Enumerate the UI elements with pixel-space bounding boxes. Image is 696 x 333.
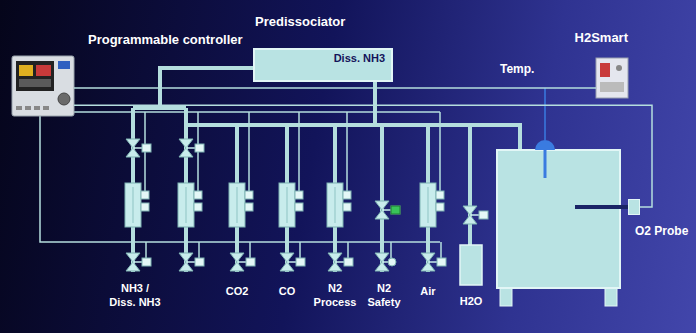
- controller-button: [25, 106, 31, 110]
- predissociator-box: PredissociatorDiss. NH3: [253, 48, 393, 82]
- controller-knob: [58, 93, 70, 105]
- sensor-housing: [596, 58, 628, 98]
- water-tank: [460, 245, 482, 285]
- signal-label: Temp.: [500, 62, 534, 76]
- controller-button: [43, 106, 49, 110]
- pipe: [380, 125, 384, 272]
- controller-button: [16, 106, 22, 110]
- flowmeter-symbol: [327, 183, 351, 227]
- unit-heading: Programmable controller: [88, 32, 243, 47]
- thermocouple-head: [535, 140, 555, 150]
- outlet-label: Diss. NH3: [334, 52, 385, 65]
- valve-stem: [382, 261, 388, 263]
- sensor-lamp: [616, 65, 622, 71]
- probe-rod: [575, 205, 628, 209]
- flowmeter-symbol: [420, 183, 444, 227]
- gas-train: N2 Process: [314, 281, 357, 309]
- unit-heading: Predissociator: [255, 14, 345, 29]
- screen-graphic: [19, 79, 51, 87]
- controller-button: [34, 106, 40, 110]
- gas-label: N2 Process: [314, 281, 357, 309]
- signal-wire: [74, 87, 596, 89]
- pipe: [468, 125, 472, 245]
- gas-label: N2 Safety: [367, 281, 400, 309]
- furnace-body: [497, 150, 620, 288]
- signal-wire: [74, 111, 440, 113]
- h2-sensor-device: [596, 58, 628, 98]
- valve-symbol: [126, 253, 151, 271]
- valve-symbol: [421, 253, 446, 271]
- probe-label: O2 Probe: [635, 224, 688, 239]
- gas-label: Air: [420, 284, 435, 298]
- valve-symbol: [230, 253, 255, 271]
- flowmeter-symbol: [125, 183, 149, 227]
- thermocouple: [544, 150, 547, 178]
- gas-piping: [133, 68, 520, 272]
- controller-unit: Programmable controller: [12, 56, 74, 116]
- flowmeter-symbol: [279, 183, 303, 227]
- signal-wiring: [40, 88, 545, 258]
- gas-train-symbols: [125, 139, 488, 285]
- valve-actuator: [388, 258, 396, 266]
- o2-probe: O2 Probe: [628, 199, 640, 215]
- safety-indicator: [391, 206, 400, 214]
- gas-label: CO: [279, 284, 296, 298]
- controller-screen: [16, 61, 54, 91]
- valve-symbol: [375, 201, 400, 219]
- valve-half: [375, 262, 389, 271]
- sensor-display: [600, 63, 610, 77]
- gas-train: N2 Safety: [367, 281, 400, 309]
- valve-symbol: [328, 253, 353, 271]
- gas-train: CO: [279, 284, 296, 298]
- furnace: [497, 140, 628, 306]
- sensor-panel: [600, 82, 624, 92]
- gas-train: NH3 / Diss. NH3: [108, 281, 162, 309]
- screen-graphic: [36, 65, 51, 76]
- valve-symbol: [280, 253, 305, 271]
- valve-symbol: [126, 139, 151, 157]
- gas-label: NH3 / Diss. NH3: [108, 281, 162, 309]
- screen-graphic: [19, 65, 33, 76]
- gas-label: H2O: [460, 294, 483, 308]
- controller-device: [12, 56, 74, 116]
- valve-symbol: [179, 139, 204, 157]
- flowmeter-symbol: [178, 183, 202, 227]
- signal-wire: [74, 105, 652, 207]
- flowmeter-symbol: [229, 183, 253, 227]
- h2-sensor-unit: H2Smart: [596, 58, 628, 98]
- controller-logo: [58, 61, 70, 69]
- gas-train: CO2: [226, 284, 249, 298]
- thermocouple-wire: [544, 88, 546, 140]
- water-supply: H2O: [460, 294, 483, 308]
- gas-train: Air: [420, 284, 435, 298]
- gas-label: CO2: [226, 284, 249, 298]
- controller-housing: [12, 56, 74, 116]
- valve-symbol: [463, 206, 488, 224]
- valve-symbol: [179, 253, 204, 271]
- unit-heading: H2Smart: [575, 30, 628, 45]
- valve-half: [375, 253, 389, 262]
